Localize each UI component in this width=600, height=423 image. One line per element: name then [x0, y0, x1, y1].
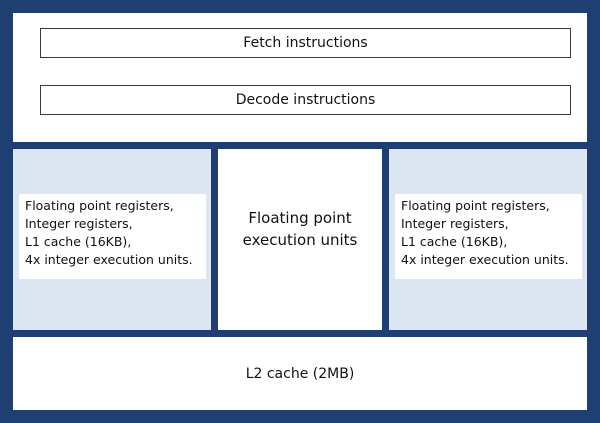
- right-core-description: Floating point registers, Integer regist…: [395, 194, 582, 279]
- left-core-description: Floating point registers, Integer regist…: [19, 194, 206, 279]
- front-end-block: Fetch instructions Decode instructions: [13, 13, 587, 142]
- right-integer-core: Floating point registers, Integer regist…: [389, 149, 587, 330]
- l2-cache-block: L2 cache (2MB): [13, 337, 587, 410]
- decode-instructions-box: Decode instructions: [40, 85, 571, 115]
- l2-cache-label: L2 cache (2MB): [245, 365, 355, 382]
- shared-floating-point-unit: Floating point execution units: [218, 149, 382, 330]
- floating-point-execution-label: Floating point execution units: [242, 209, 358, 249]
- fetch-instructions-box: Fetch instructions: [40, 28, 571, 58]
- fetch-instructions-label: Fetch instructions: [243, 35, 368, 51]
- decode-instructions-label: Decode instructions: [235, 92, 376, 108]
- left-integer-core: Floating point registers, Integer regist…: [13, 149, 211, 330]
